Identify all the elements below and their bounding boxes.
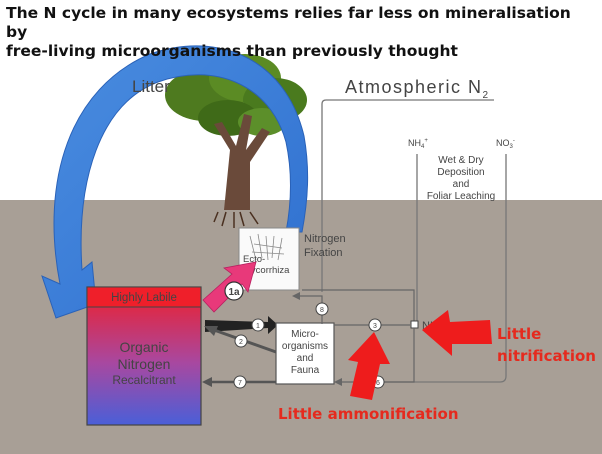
deposition-label: Wet & Dry Deposition and Foliar Leaching: [427, 155, 495, 202]
fungal-hyphae-icon: [249, 233, 285, 261]
no3-deposition-line: [382, 154, 507, 383]
litter-flow-arrow: [41, 45, 309, 319]
marker-1a: 1a: [224, 281, 244, 301]
svg-text:2: 2: [239, 339, 243, 346]
highly-labile-label: Highly Labile: [111, 292, 177, 304]
return-line-7-head: [202, 377, 212, 387]
fixation-line-8-head: [292, 292, 300, 300]
return-arrow-2-head: [204, 326, 218, 336]
organic-label: Organic: [119, 339, 168, 355]
svg-text:organisms: organisms: [282, 341, 328, 352]
atmospheric-bracket: [321, 99, 494, 292]
no3-top-label: NO3-: [496, 138, 515, 150]
svg-text:1a: 1a: [228, 287, 240, 298]
svg-text:Deposition: Deposition: [437, 167, 484, 178]
plant-uptake-line: [302, 289, 415, 324]
svg-text:and: and: [453, 179, 470, 190]
uptake-arrow-1: [205, 316, 278, 334]
little-ammonification-label: Little ammonification: [278, 405, 459, 423]
svg-text:7: 7: [238, 380, 242, 387]
svg-text:6: 6: [376, 380, 380, 387]
little-nitrification-label-1: Little: [497, 325, 541, 343]
organic-nitrogen-box: [86, 286, 202, 426]
recalcitrant-label: Recalcitrant: [112, 373, 176, 387]
ecto-label-1: Ecto-: [243, 254, 265, 265]
litter-label: Litter: [132, 77, 170, 96]
ecto-label-2: mycorrhiza: [243, 265, 290, 276]
svg-text:Micro-: Micro-: [291, 329, 319, 340]
microorganisms-box: [275, 322, 335, 385]
nh4-top-label: NH4+: [408, 138, 428, 150]
little-nitrification-label-2: nitrification: [497, 347, 596, 365]
nitrogen-fixation-label-1: Nitrogen: [304, 233, 346, 245]
svg-text:8: 8: [320, 307, 324, 314]
nh4-node: [410, 320, 419, 329]
marker-8: 8: [315, 302, 329, 316]
svg-text:3: 3: [373, 323, 377, 330]
marker-1: 1: [251, 318, 265, 332]
nitrogen-fixation-label-2: Fixation: [304, 247, 343, 259]
headline-line-2: free-living microorganisms than previous…: [6, 42, 458, 60]
svg-text:Foliar Leaching: Foliar Leaching: [427, 191, 495, 202]
svg-text:and: and: [297, 353, 314, 364]
microorganisms-label: Micro- organisms and Fauna: [282, 329, 328, 376]
red-arrow-ammonification: [348, 332, 390, 400]
headline: The N cycle in many ecosystems relies fa…: [6, 4, 596, 61]
svg-text:1: 1: [256, 323, 260, 330]
nitrogen-label: Nitrogen: [118, 356, 171, 372]
marker-2: 2: [234, 334, 248, 348]
svg-text:Wet & Dry: Wet & Dry: [438, 155, 483, 166]
marker-3: 3: [368, 318, 382, 332]
highly-labile-band: [86, 286, 202, 308]
immobilisation-line-6-head: [334, 378, 342, 386]
marker-7: 7: [233, 375, 247, 389]
red-arrow-nitrification: [422, 310, 492, 356]
atmospheric-n2-label: Atmospheric N2: [345, 77, 490, 101]
svg-text:Fauna: Fauna: [291, 365, 320, 376]
headline-line-1: The N cycle in many ecosystems relies fa…: [6, 4, 571, 41]
